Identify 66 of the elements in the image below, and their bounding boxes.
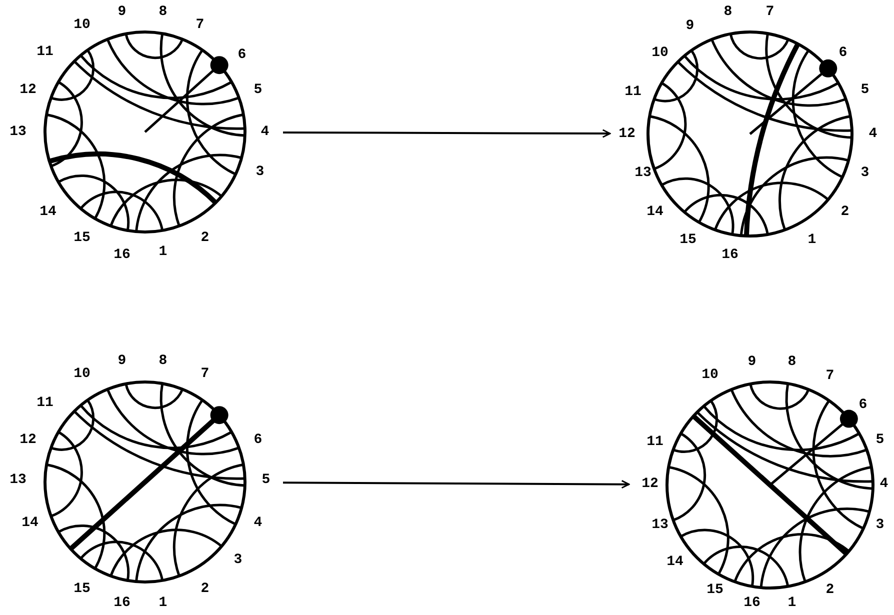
- point-number: 16: [114, 247, 130, 263]
- point-number: 9: [118, 4, 126, 20]
- point-number: 15: [74, 581, 90, 597]
- point-number: 3: [256, 164, 264, 180]
- point-number: 13: [634, 165, 652, 181]
- point-number: 16: [114, 595, 130, 611]
- point-number: 5: [262, 472, 270, 488]
- point-number: 14: [646, 204, 664, 220]
- point-number: 8: [724, 4, 732, 20]
- point-number: 1: [808, 232, 816, 248]
- point-number: 8: [788, 354, 796, 370]
- point-number: 15: [74, 230, 90, 246]
- arrow: [283, 480, 630, 489]
- point-number: 11: [646, 434, 664, 450]
- point-number: 14: [666, 554, 684, 570]
- point-number: 2: [200, 581, 210, 597]
- point-number: 5: [254, 82, 262, 98]
- point-number: 14: [40, 204, 56, 220]
- point-number: 3: [234, 552, 242, 568]
- point-number: 12: [20, 82, 36, 98]
- point-number: 13: [10, 472, 26, 488]
- point-number: 4: [260, 124, 270, 140]
- point-number: 4: [254, 515, 262, 531]
- point-number: 11: [36, 395, 54, 411]
- point-number: 16: [722, 247, 738, 263]
- point-number: 16: [744, 595, 760, 611]
- point-number: 8: [158, 353, 168, 369]
- point-number: 4: [880, 476, 888, 492]
- point-number: 2: [826, 582, 834, 598]
- point-number: 9: [748, 354, 756, 370]
- point-number: 4: [868, 126, 878, 142]
- arrow: [283, 129, 611, 138]
- point-number: 1: [788, 595, 796, 611]
- point-number: 6: [838, 45, 848, 61]
- point-number: 6: [858, 397, 868, 413]
- point-number: 7: [200, 366, 210, 382]
- point-number: 12: [642, 476, 658, 492]
- point-number: 11: [36, 44, 54, 60]
- point-number: 9: [686, 18, 694, 34]
- point-number: 8: [158, 4, 168, 20]
- point-number: 14: [22, 515, 38, 531]
- point-number: 2: [840, 204, 850, 220]
- point-number: 13: [10, 124, 26, 140]
- point-number: 2: [200, 230, 210, 246]
- point-number: 10: [652, 45, 668, 61]
- point-number: 3: [876, 517, 884, 533]
- point-number: 7: [766, 4, 774, 20]
- point-number: 1: [158, 244, 168, 260]
- point-number: 6: [238, 47, 246, 63]
- point-number: 3: [860, 165, 870, 181]
- point-number: 12: [618, 126, 636, 142]
- point-number: 5: [876, 432, 884, 448]
- point-number: 7: [196, 17, 204, 33]
- point-number: 12: [20, 432, 36, 448]
- point-number: 6: [254, 432, 262, 448]
- point-number: 13: [652, 517, 668, 533]
- point-number: 9: [118, 353, 126, 369]
- point-number: 10: [702, 367, 718, 383]
- point-number: 7: [826, 368, 834, 384]
- point-number: 10: [74, 17, 90, 33]
- point-number: 11: [624, 84, 642, 100]
- point-number: 15: [680, 232, 696, 248]
- point-number: 10: [74, 366, 90, 382]
- point-number: 1: [158, 595, 168, 611]
- point-number: 5: [860, 82, 870, 98]
- point-number: 15: [706, 582, 724, 598]
